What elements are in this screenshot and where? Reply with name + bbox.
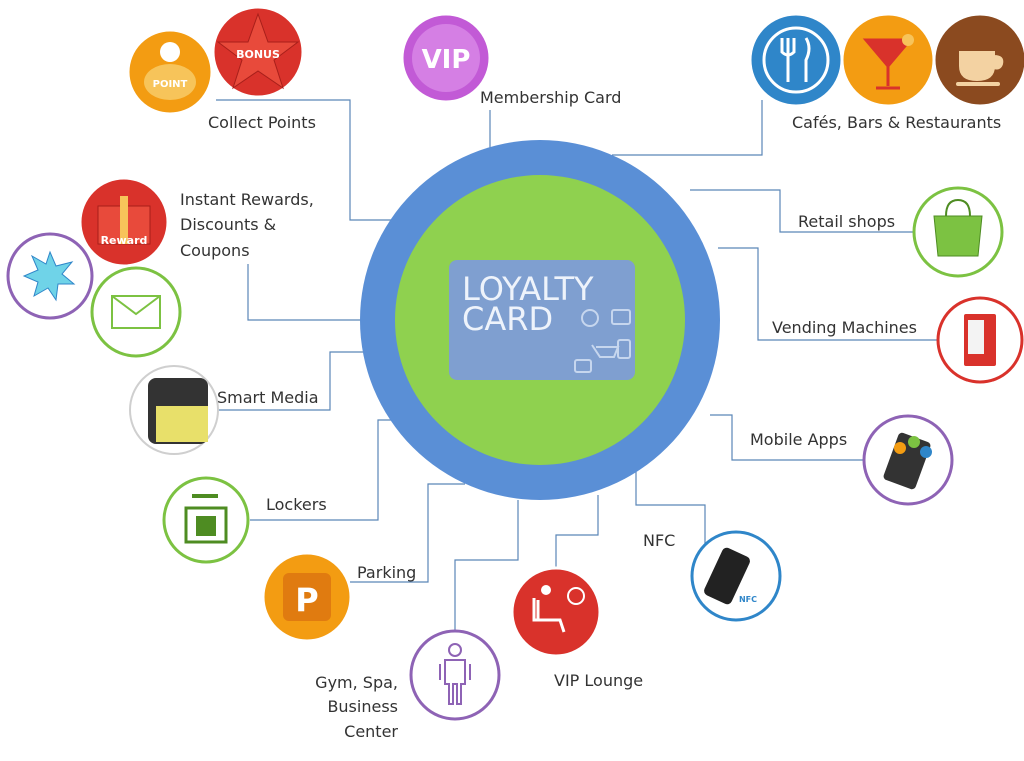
point-bag-shape: [144, 64, 196, 100]
shopping-bag-handle: [945, 198, 971, 217]
person-body: [439, 659, 471, 705]
connector-collect-points: [216, 99, 392, 221]
fork-knife-shape: [780, 37, 811, 82]
connector-lockers: [250, 419, 400, 521]
envelope-flap: [111, 295, 161, 316]
membership-card-label: Membership Card: [480, 88, 621, 107]
parking-badge-text: P: [295, 581, 318, 619]
connector-cafes: [612, 100, 763, 156]
app-bubble-1: [894, 442, 906, 454]
plate-ring: [762, 26, 830, 94]
smart-media-label: Smart Media: [217, 388, 319, 407]
gym-line3: Center: [344, 722, 398, 741]
lounge-chair-shape: [532, 598, 566, 633]
person-icon: [409, 629, 501, 721]
reward-badge-text: Reward: [101, 234, 148, 247]
mobile-apps-label: Mobile Apps: [750, 430, 847, 449]
vip-badge-text: VIP: [422, 45, 471, 75]
connector-nfc: [635, 470, 706, 560]
point-badge-text: POINT: [153, 79, 188, 90]
item-gym: Gym, Spa, Business Center: [315, 629, 501, 741]
nfc-badge-text: NFC: [739, 595, 757, 604]
item-vip-lounge: VIP Lounge: [510, 566, 643, 690]
loyalty-card: [449, 260, 635, 380]
parking-label: Parking: [357, 563, 416, 582]
shopping-bag-shape: [933, 215, 983, 257]
instant-rewards-line1: Instant Rewards,: [180, 190, 314, 209]
instant-rewards-line2: Discounts &: [180, 215, 276, 234]
cocktail-fruit: [902, 34, 914, 46]
gym-line1: Gym, Spa,: [315, 673, 398, 692]
card-glyphs-icon: [574, 309, 631, 373]
lounge-clock: [567, 587, 585, 605]
parking-sign: [283, 573, 331, 621]
item-parking: P Parking: [261, 551, 416, 643]
retail-shops-label: Retail shops: [798, 212, 895, 231]
item-instant-rewards: Reward Instant Rewards, Discounts & Coup…: [6, 176, 314, 358]
vending-machine-window: [968, 320, 984, 354]
locker-frame: [184, 506, 228, 544]
item-nfc: NFC NFC: [643, 530, 782, 622]
center-hub: LOYALTY CARD: [360, 140, 720, 500]
app-bubble-3: [920, 446, 932, 458]
gift-ribbon: [120, 196, 128, 244]
card-title-line1: LOYALTY: [462, 270, 594, 308]
card-title-line2: CARD: [462, 300, 553, 338]
item-smart-media: Smart Media: [129, 365, 319, 455]
coupon-burst-shape: [22, 250, 76, 302]
connector-retail-shops: [690, 189, 915, 233]
locker-case: [196, 516, 216, 536]
vip-inner: [412, 24, 480, 92]
item-vending-machines: Vending Machines: [772, 296, 1024, 384]
smartphone-screen: [156, 406, 208, 442]
connector-instant-rewards: [247, 264, 362, 321]
lockers-label: Lockers: [266, 495, 327, 514]
item-membership-card: VIP Membership Card: [400, 12, 621, 107]
app-bubble-2: [908, 436, 920, 448]
collect-points-label: Collect Points: [208, 113, 316, 132]
cafes-label: Cafés, Bars & Restaurants: [792, 113, 1001, 132]
gym-line2: Business: [327, 697, 398, 716]
instant-rewards-line3: Coupons: [180, 241, 250, 260]
bonus-star-shape: [216, 12, 300, 90]
connector-lines: [210, 99, 940, 632]
item-cafes: Cafés, Bars & Restaurants: [748, 12, 1024, 132]
nfc-label: NFC: [643, 531, 675, 550]
vending-machines-label: Vending Machines: [772, 318, 917, 337]
bonus-badge-text: BONUS: [236, 48, 280, 61]
item-lockers: Lockers: [162, 476, 327, 564]
connector-parking: [350, 483, 465, 583]
lounge-chair-icon: [510, 566, 602, 658]
item-collect-points: POINT BONUS Collect Points: [126, 5, 316, 132]
item-mobile-apps: Mobile Apps: [750, 414, 954, 506]
point-bag-top: [160, 42, 180, 62]
vip-lounge-label: VIP Lounge: [554, 671, 643, 690]
cocktail-glass-shape: [862, 38, 914, 90]
connector-gym: [454, 500, 519, 632]
person-head: [448, 643, 462, 657]
nfc-phone-body: [704, 547, 750, 605]
coffee-cup-shape: [959, 51, 1004, 82]
connector-vending-machines: [718, 247, 940, 341]
lounge-person-head: [541, 585, 551, 595]
item-retail-shops: Retail shops: [798, 186, 1004, 278]
connector-mobile-apps: [710, 414, 865, 461]
connector-smart-media: [210, 351, 368, 411]
coffee-saucer: [956, 82, 1000, 86]
